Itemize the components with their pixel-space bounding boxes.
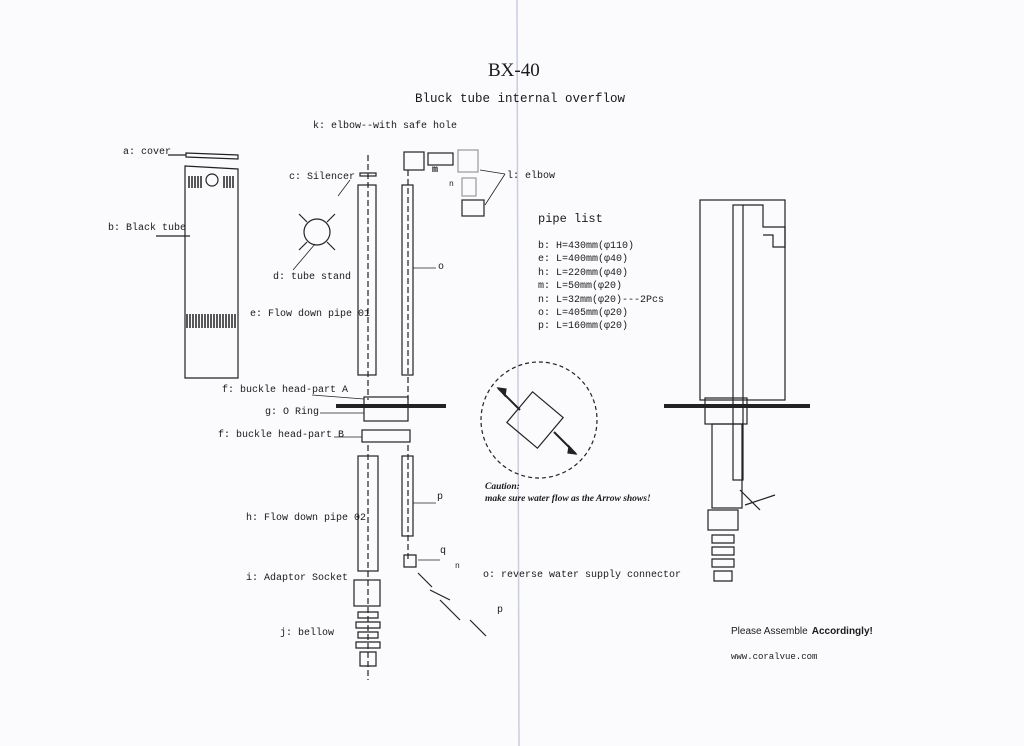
label-n-lower: n — [455, 562, 460, 571]
pipe-list-item: n: L=32mm(φ20)---2Pcs — [538, 294, 665, 306]
assemble-text: Please Assemble — [731, 626, 808, 637]
assembled-view-drawing — [664, 199, 810, 582]
page-subtitle: Bluck tube internal overflow — [415, 92, 626, 106]
label-o-reverse-connector: o: reverse water supply connector — [483, 570, 682, 581]
caution-note: Caution: make sure water flow as the Arr… — [485, 481, 651, 505]
pipe-list-item: o: L=405mm(φ20) — [538, 308, 629, 320]
lower-pipes-drawing — [353, 445, 487, 680]
label-h-flow-down-pipe-02: h: Flow down pipe 02 — [246, 513, 367, 524]
label-g-o-ring: g: O Ring — [265, 407, 320, 418]
label-n: n — [449, 180, 454, 189]
pipe-list-item: h: L=220mm(φ40) — [538, 267, 629, 279]
pipe-list-heading: pipe list — [538, 212, 603, 226]
label-f-buckle-head-a: f: buckle head-part A — [222, 385, 349, 396]
accordingly-text: Accordingly! — [811, 626, 873, 637]
pipe-o-drawing — [401, 149, 506, 400]
pipe-list-item: e: L=400mm(φ40) — [538, 254, 629, 266]
label-f-buckle-head-b: f: buckle head-part B — [218, 430, 345, 441]
black-tube-drawing — [156, 152, 239, 379]
tube-stand-drawing — [292, 213, 336, 271]
label-k-elbow: k: elbow--with safe hole — [313, 121, 458, 132]
pipe-e-drawing — [337, 155, 377, 400]
caution-detail — [480, 361, 598, 479]
buckle-head-drawing — [311, 394, 446, 443]
label-q: q — [440, 546, 447, 557]
label-i-adaptor-socket: i: Adaptor Socket — [246, 573, 349, 584]
website-text: www.coralvue.com — [731, 652, 818, 662]
black-tube-shape — [184, 165, 239, 379]
pipe-list: b: H=430mm(φ110) e: L=400mm(φ40) h: L=22… — [538, 240, 664, 334]
pipe-list-item: p: L=160mm(φ20) — [538, 321, 629, 333]
label-p: p — [437, 492, 444, 503]
page-title: BX-40 — [488, 60, 540, 81]
pipe-list-item: b: H=430mm(φ110) — [538, 241, 635, 252]
label-c-silencer: c: Silencer — [289, 172, 356, 183]
label-o: o — [438, 262, 445, 273]
pipe-list-item: m: L=50mm(φ20) — [538, 281, 623, 293]
label-j-bellow: j: bellow — [280, 628, 335, 639]
caution-text: make sure water flow as the Arrow shows! — [485, 494, 651, 504]
label-m: m — [432, 165, 439, 176]
label-p-lower: p — [497, 605, 504, 616]
label-l-elbow: l: elbow — [507, 171, 556, 182]
caution-title: Caution: — [485, 482, 520, 492]
label-d-tube-stand: d: tube stand — [273, 272, 352, 283]
label-a-cover: a: cover — [123, 147, 172, 158]
label-e-flow-down-pipe-01: e: Flow down pipe 01 — [250, 309, 371, 320]
cover-shape — [185, 152, 239, 160]
fold-line — [516, 0, 520, 746]
label-b-black-tube: b: Black tube — [108, 223, 187, 234]
